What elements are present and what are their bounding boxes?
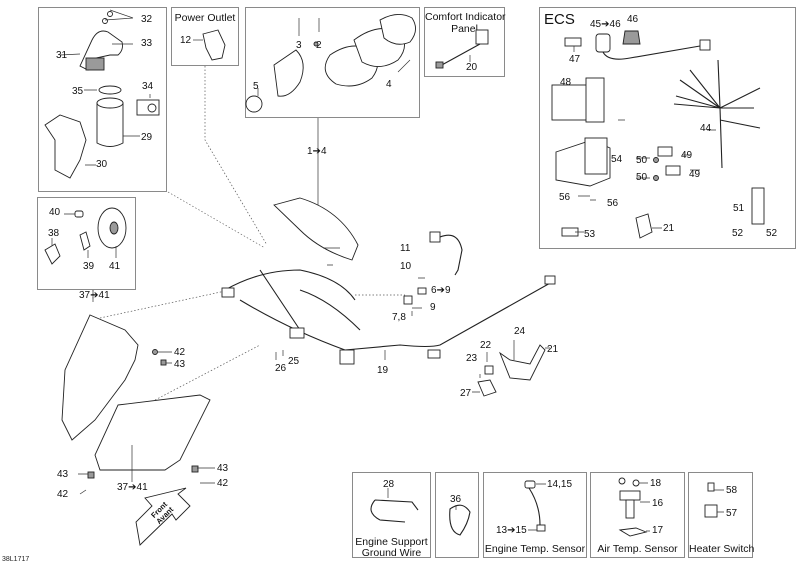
callout-38: 38 <box>48 228 60 239</box>
callout-2: 2 <box>316 40 322 51</box>
callout-44: 44 <box>700 123 712 134</box>
callout-45-46: 45➔46 <box>590 19 621 30</box>
callout-42-a: 42 <box>174 347 186 358</box>
engine-temp-sensor-title: Engine Temp. Sensor <box>484 543 586 555</box>
callout-19: 19 <box>377 365 389 376</box>
front-arrow-label: Front Avant <box>149 500 175 526</box>
ecs-title: ECS <box>544 11 575 28</box>
callout-49b: 49 <box>689 169 701 180</box>
callout-11: 11 <box>400 243 411 254</box>
callout-3: 3 <box>296 40 302 51</box>
callout-46: 46 <box>627 14 639 25</box>
callout-56b: 56 <box>607 198 619 209</box>
callout-43-c: 43 <box>217 463 229 474</box>
callout-21: 21 <box>547 344 559 355</box>
callout-13-15: 13➔15 <box>496 525 527 536</box>
callout-4: 4 <box>386 79 392 90</box>
callout-30: 30 <box>96 159 108 170</box>
heater-switch-panel: Heater Switch <box>688 472 755 558</box>
callout-14-15: 14,15 <box>547 479 573 490</box>
callout-42-c: 42 <box>217 478 229 489</box>
heater-switch-title: Heater Switch <box>689 543 755 555</box>
callout-49a: 49 <box>681 150 693 161</box>
callout-16: 16 <box>652 498 664 509</box>
callout-21-ecs: 21 <box>663 223 675 234</box>
air-temp-sensor-panel: Air Temp. Sensor <box>590 472 685 558</box>
ground-wire-title-1: Engine Support <box>355 536 428 548</box>
callout-26: 26 <box>275 363 287 374</box>
callout-58: 58 <box>726 485 738 496</box>
callout-1-4: 1➔4 <box>307 146 327 157</box>
callout-57: 57 <box>726 508 738 519</box>
callout-54: 54 <box>611 154 623 165</box>
gauge-panel <box>245 7 420 118</box>
callout-34: 34 <box>142 81 154 92</box>
callout-52a: 52 <box>732 228 744 239</box>
callout-37-41-bottom: 37➔41 <box>117 482 148 493</box>
callout-28: 28 <box>383 479 395 490</box>
comfort-indicator-title-1: Comfort Indicator <box>425 11 506 23</box>
callout-53: 53 <box>584 229 596 240</box>
callout-41: 41 <box>109 261 121 272</box>
callout-23: 23 <box>466 353 478 364</box>
callout-6-9: 6➔9 <box>431 285 451 296</box>
drawing-code: 38L1717 <box>2 556 30 563</box>
air-temp-sensor-title: Air Temp. Sensor <box>597 543 678 555</box>
fuse-connector-line <box>167 191 266 249</box>
comfort-indicator-title-2: Panel <box>451 23 478 35</box>
callout-56a: 56 <box>559 192 571 203</box>
callout-24: 24 <box>514 326 526 337</box>
callout-35: 35 <box>72 86 84 97</box>
callout-7-8: 7,8 <box>392 312 406 323</box>
callout-17: 17 <box>652 525 664 536</box>
callout-43-a: 43 <box>174 359 186 370</box>
strap-panel <box>435 472 479 558</box>
callout-33: 33 <box>141 38 153 49</box>
callout-10: 10 <box>400 261 412 272</box>
ground-wire-title-2: Ground Wire <box>361 547 422 559</box>
callout-9: 9 <box>430 302 436 313</box>
callout-50b: 50 <box>636 172 648 183</box>
callout-29: 29 <box>141 132 153 143</box>
harness-art <box>221 197 556 365</box>
callout-39: 39 <box>83 261 95 272</box>
callout-32: 32 <box>141 14 153 25</box>
callout-50a: 50 <box>636 155 648 166</box>
comfort-indicator-panel: Comfort Indicator Panel <box>424 7 506 77</box>
callout-51: 51 <box>733 203 745 214</box>
headlight-housing-art <box>61 314 215 495</box>
callout-18: 18 <box>650 478 662 489</box>
callout-31: 31 <box>56 50 68 61</box>
callout-36: 36 <box>450 494 462 505</box>
callout-25: 25 <box>288 356 300 367</box>
callout-20: 20 <box>466 62 478 73</box>
callout-47: 47 <box>569 54 581 65</box>
callout-40: 40 <box>49 207 61 218</box>
callout-12: 12 <box>180 35 192 46</box>
power-outlet-title: Power Outlet <box>174 12 236 24</box>
callout-5: 5 <box>253 81 259 92</box>
callout-22: 22 <box>480 340 492 351</box>
callout-48: 48 <box>560 77 572 88</box>
ecs-panel: ECS <box>539 7 796 249</box>
callout-37-41-top: 37➔41 <box>79 290 110 301</box>
callout-27: 27 <box>460 388 472 399</box>
callout-52b: 52 <box>766 228 778 239</box>
callout-42-b: 42 <box>57 489 69 500</box>
callout-43-b: 43 <box>57 469 69 480</box>
